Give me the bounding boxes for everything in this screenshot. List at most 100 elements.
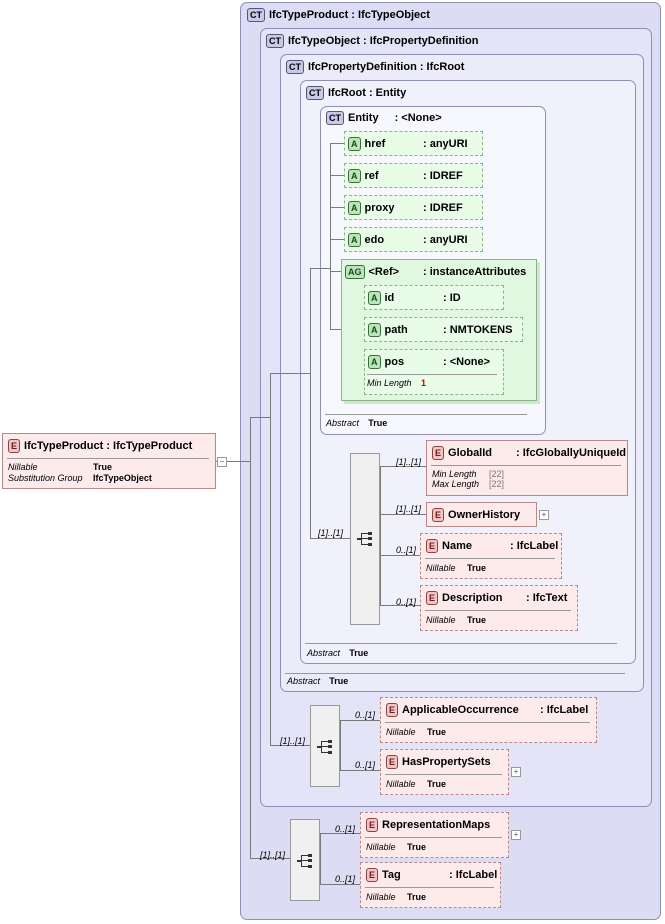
- sequence-ifctypeproduct[interactable]: [290, 819, 320, 901]
- attribute-group-icon: AG: [345, 265, 365, 279]
- prop-value: True: [467, 615, 487, 625]
- separator: [365, 887, 494, 888]
- abstract-row: Abstract True: [326, 417, 387, 429]
- element-icon: E: [426, 591, 439, 605]
- attribute-type: : ID: [443, 292, 461, 304]
- sequence-compositor-icon: [317, 740, 332, 754]
- element-type: : IfcGloballyUniqueId: [516, 447, 627, 459]
- multiplicity-label: [1]..[1]: [396, 504, 422, 514]
- sequence-ifctypeobject[interactable]: [310, 705, 340, 787]
- abstract-label: Abstract: [326, 418, 360, 428]
- element-name: Description: [442, 591, 503, 604]
- attribute-type: : IDREF: [423, 202, 463, 214]
- prop-value: IfcTypeObject: [93, 473, 152, 483]
- multiplicity-label: 0..[1]: [355, 710, 376, 720]
- element-icon: E: [432, 446, 445, 460]
- prop-key: Nillable: [386, 727, 416, 737]
- prop-value: True: [467, 563, 487, 573]
- attribute-type: : <None>: [443, 356, 491, 368]
- abstract-label: Abstract: [287, 676, 321, 686]
- sequence-ifcroot[interactable]: [350, 453, 380, 625]
- attribute-type: : anyURI: [423, 234, 468, 246]
- attribute-icon: A: [348, 137, 361, 151]
- prop-value: 1: [421, 378, 427, 388]
- attribute-name: id: [384, 291, 395, 304]
- complex-type-icon: CT: [286, 60, 304, 74]
- prop-key: Nillable: [366, 892, 396, 902]
- attribute-name: edo: [364, 233, 385, 246]
- attribute-name: path: [384, 323, 408, 336]
- multiplicity-label: 0..[1]: [335, 874, 356, 884]
- prop-key: Nillable: [426, 615, 456, 625]
- abstract-value: True: [368, 418, 388, 428]
- prop-key: Max Length: [432, 479, 480, 489]
- multiplicity-label: [1]..[1]: [280, 736, 306, 746]
- sequence-compositor-icon: [297, 854, 312, 868]
- expand-plus-icon[interactable]: +: [539, 510, 549, 520]
- separator: [431, 465, 621, 466]
- abstract-value: True: [349, 648, 369, 658]
- expand-plus-icon[interactable]: +: [511, 830, 521, 840]
- ct-title-text: IfcTypeObject : IfcPropertyDefinition: [288, 34, 479, 47]
- prop-value: True: [427, 779, 447, 789]
- element-icon: E: [366, 818, 379, 832]
- complex-type-icon: CT: [247, 8, 265, 22]
- prop-key: Nillable: [426, 563, 456, 573]
- prop-key: Nillable: [8, 462, 38, 472]
- prop-value: True: [93, 462, 113, 472]
- multiplicity-label: [1]..[1]: [260, 850, 286, 860]
- prop-key: Min Length: [432, 469, 477, 479]
- separator: [385, 722, 590, 723]
- separator: [425, 558, 555, 559]
- prop-value: True: [427, 727, 447, 737]
- attribute-name: ref: [364, 169, 379, 182]
- element-type: : IfcLabel: [449, 869, 498, 881]
- expand-plus-icon[interactable]: +: [511, 767, 521, 777]
- prop-value: True: [407, 842, 427, 852]
- ct-title-text: IfcPropertyDefinition : IfcRoot: [308, 60, 465, 73]
- element-name: RepresentationMaps: [382, 818, 491, 831]
- attribute-type: : anyURI: [423, 138, 468, 150]
- multiplicity-label: [1]..[1]: [396, 457, 422, 467]
- prop-value: True: [407, 892, 427, 902]
- element-icon: E: [8, 439, 21, 453]
- collapse-minus-icon[interactable]: −: [217, 457, 227, 467]
- attribute-icon: A: [348, 169, 361, 183]
- multiplicity-label: [1]..[1]: [318, 528, 344, 538]
- separator: [385, 774, 502, 775]
- attribute-group-type: : instanceAttributes: [423, 266, 527, 278]
- prop-key: Nillable: [366, 842, 396, 852]
- attribute-icon: A: [368, 323, 381, 337]
- attribute-name: href: [364, 137, 386, 150]
- attribute-type: : IDREF: [423, 170, 463, 182]
- separator: [305, 643, 617, 644]
- element-type: : IfcLabel: [540, 704, 589, 716]
- separator: [7, 458, 209, 459]
- element-icon: E: [366, 868, 379, 882]
- attribute-icon: A: [368, 291, 381, 305]
- ct-entity-type: : <None>: [394, 111, 442, 124]
- element-icon: E: [426, 539, 439, 553]
- ct-entity-name: Entity: [348, 111, 379, 124]
- attribute-name: pos: [384, 355, 405, 368]
- complex-type-icon: CT: [266, 34, 284, 48]
